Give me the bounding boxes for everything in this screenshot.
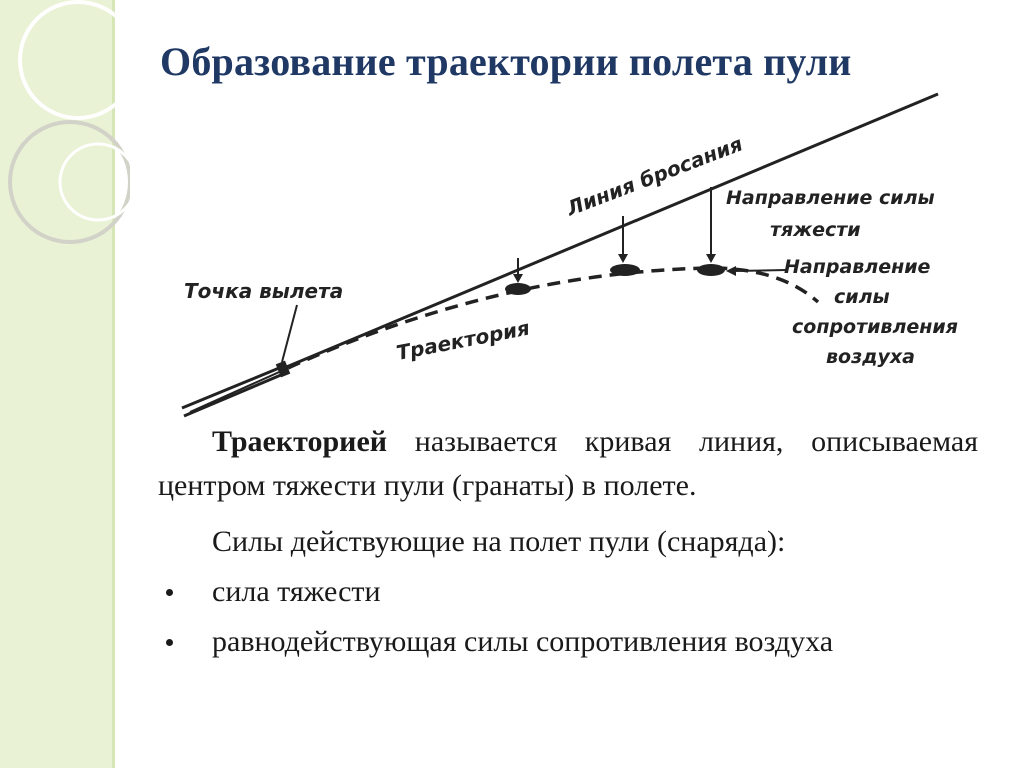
slide-body: Траекторией называется кривая линия, опи… bbox=[158, 420, 978, 664]
trajectory-diagram: Точка вылета Линия бросания Траектория Н… bbox=[181, 92, 958, 418]
label-departure-point: Точка вылета bbox=[184, 279, 343, 303]
label-air-1: Направление bbox=[784, 256, 931, 278]
bullet-1 bbox=[505, 283, 531, 295]
deco-ring-inner bbox=[58, 142, 130, 222]
list-item: равнодействующая силы сопротивления возд… bbox=[158, 620, 978, 664]
bullet-dot bbox=[166, 638, 173, 646]
force-item-gravity: сила тяжести bbox=[212, 575, 381, 608]
force-item-air-resistance: равнодействующая силы сопротивления возд… bbox=[212, 625, 834, 658]
throw-line bbox=[283, 92, 939, 370]
departure-pointer bbox=[281, 304, 298, 363]
forces-intro: Силы действующие на полет пули (снаряда)… bbox=[212, 525, 786, 558]
label-gravity-1: Направление силы bbox=[726, 187, 935, 209]
barrel-edge-bottom bbox=[183, 370, 289, 418]
definition-term: Траекторией bbox=[212, 425, 388, 458]
barrel-edge-mid bbox=[189, 368, 287, 413]
label-gravity-2: тяжести bbox=[770, 219, 861, 241]
muzzle bbox=[275, 360, 291, 378]
gravity-arrow-1-head bbox=[513, 274, 523, 283]
definition-paragraph: Траекторией называется кривая линия, опи… bbox=[158, 420, 978, 508]
deco-ring-top bbox=[18, 0, 130, 120]
list-item: сила тяжести bbox=[158, 570, 978, 614]
label-throw-line: Линия бросания bbox=[562, 131, 746, 221]
slide-title: Образование траектории полета пули bbox=[160, 39, 852, 84]
trajectory-curve bbox=[287, 266, 820, 370]
air-arrow-shaft bbox=[733, 269, 787, 272]
label-air-4: воздуха bbox=[826, 346, 915, 368]
deco-ring-bottom bbox=[8, 120, 130, 244]
air-arrow-head bbox=[726, 266, 736, 276]
bullet-3 bbox=[697, 264, 725, 276]
bullet-dot bbox=[166, 588, 173, 596]
label-air-3: сопротивления bbox=[792, 316, 958, 338]
barrel-edge-top bbox=[181, 364, 285, 410]
band-edge bbox=[112, 0, 115, 768]
decorative-rings bbox=[8, 0, 130, 244]
bullet-2 bbox=[610, 264, 640, 276]
gravity-arrow-3-head bbox=[706, 254, 716, 263]
gravity-arrow-2-head bbox=[618, 254, 628, 263]
definition-text: называется кривая линия, описываемая цен… bbox=[158, 425, 978, 502]
label-trajectory: Траектория bbox=[394, 316, 531, 365]
label-air-2: силы bbox=[834, 286, 890, 308]
